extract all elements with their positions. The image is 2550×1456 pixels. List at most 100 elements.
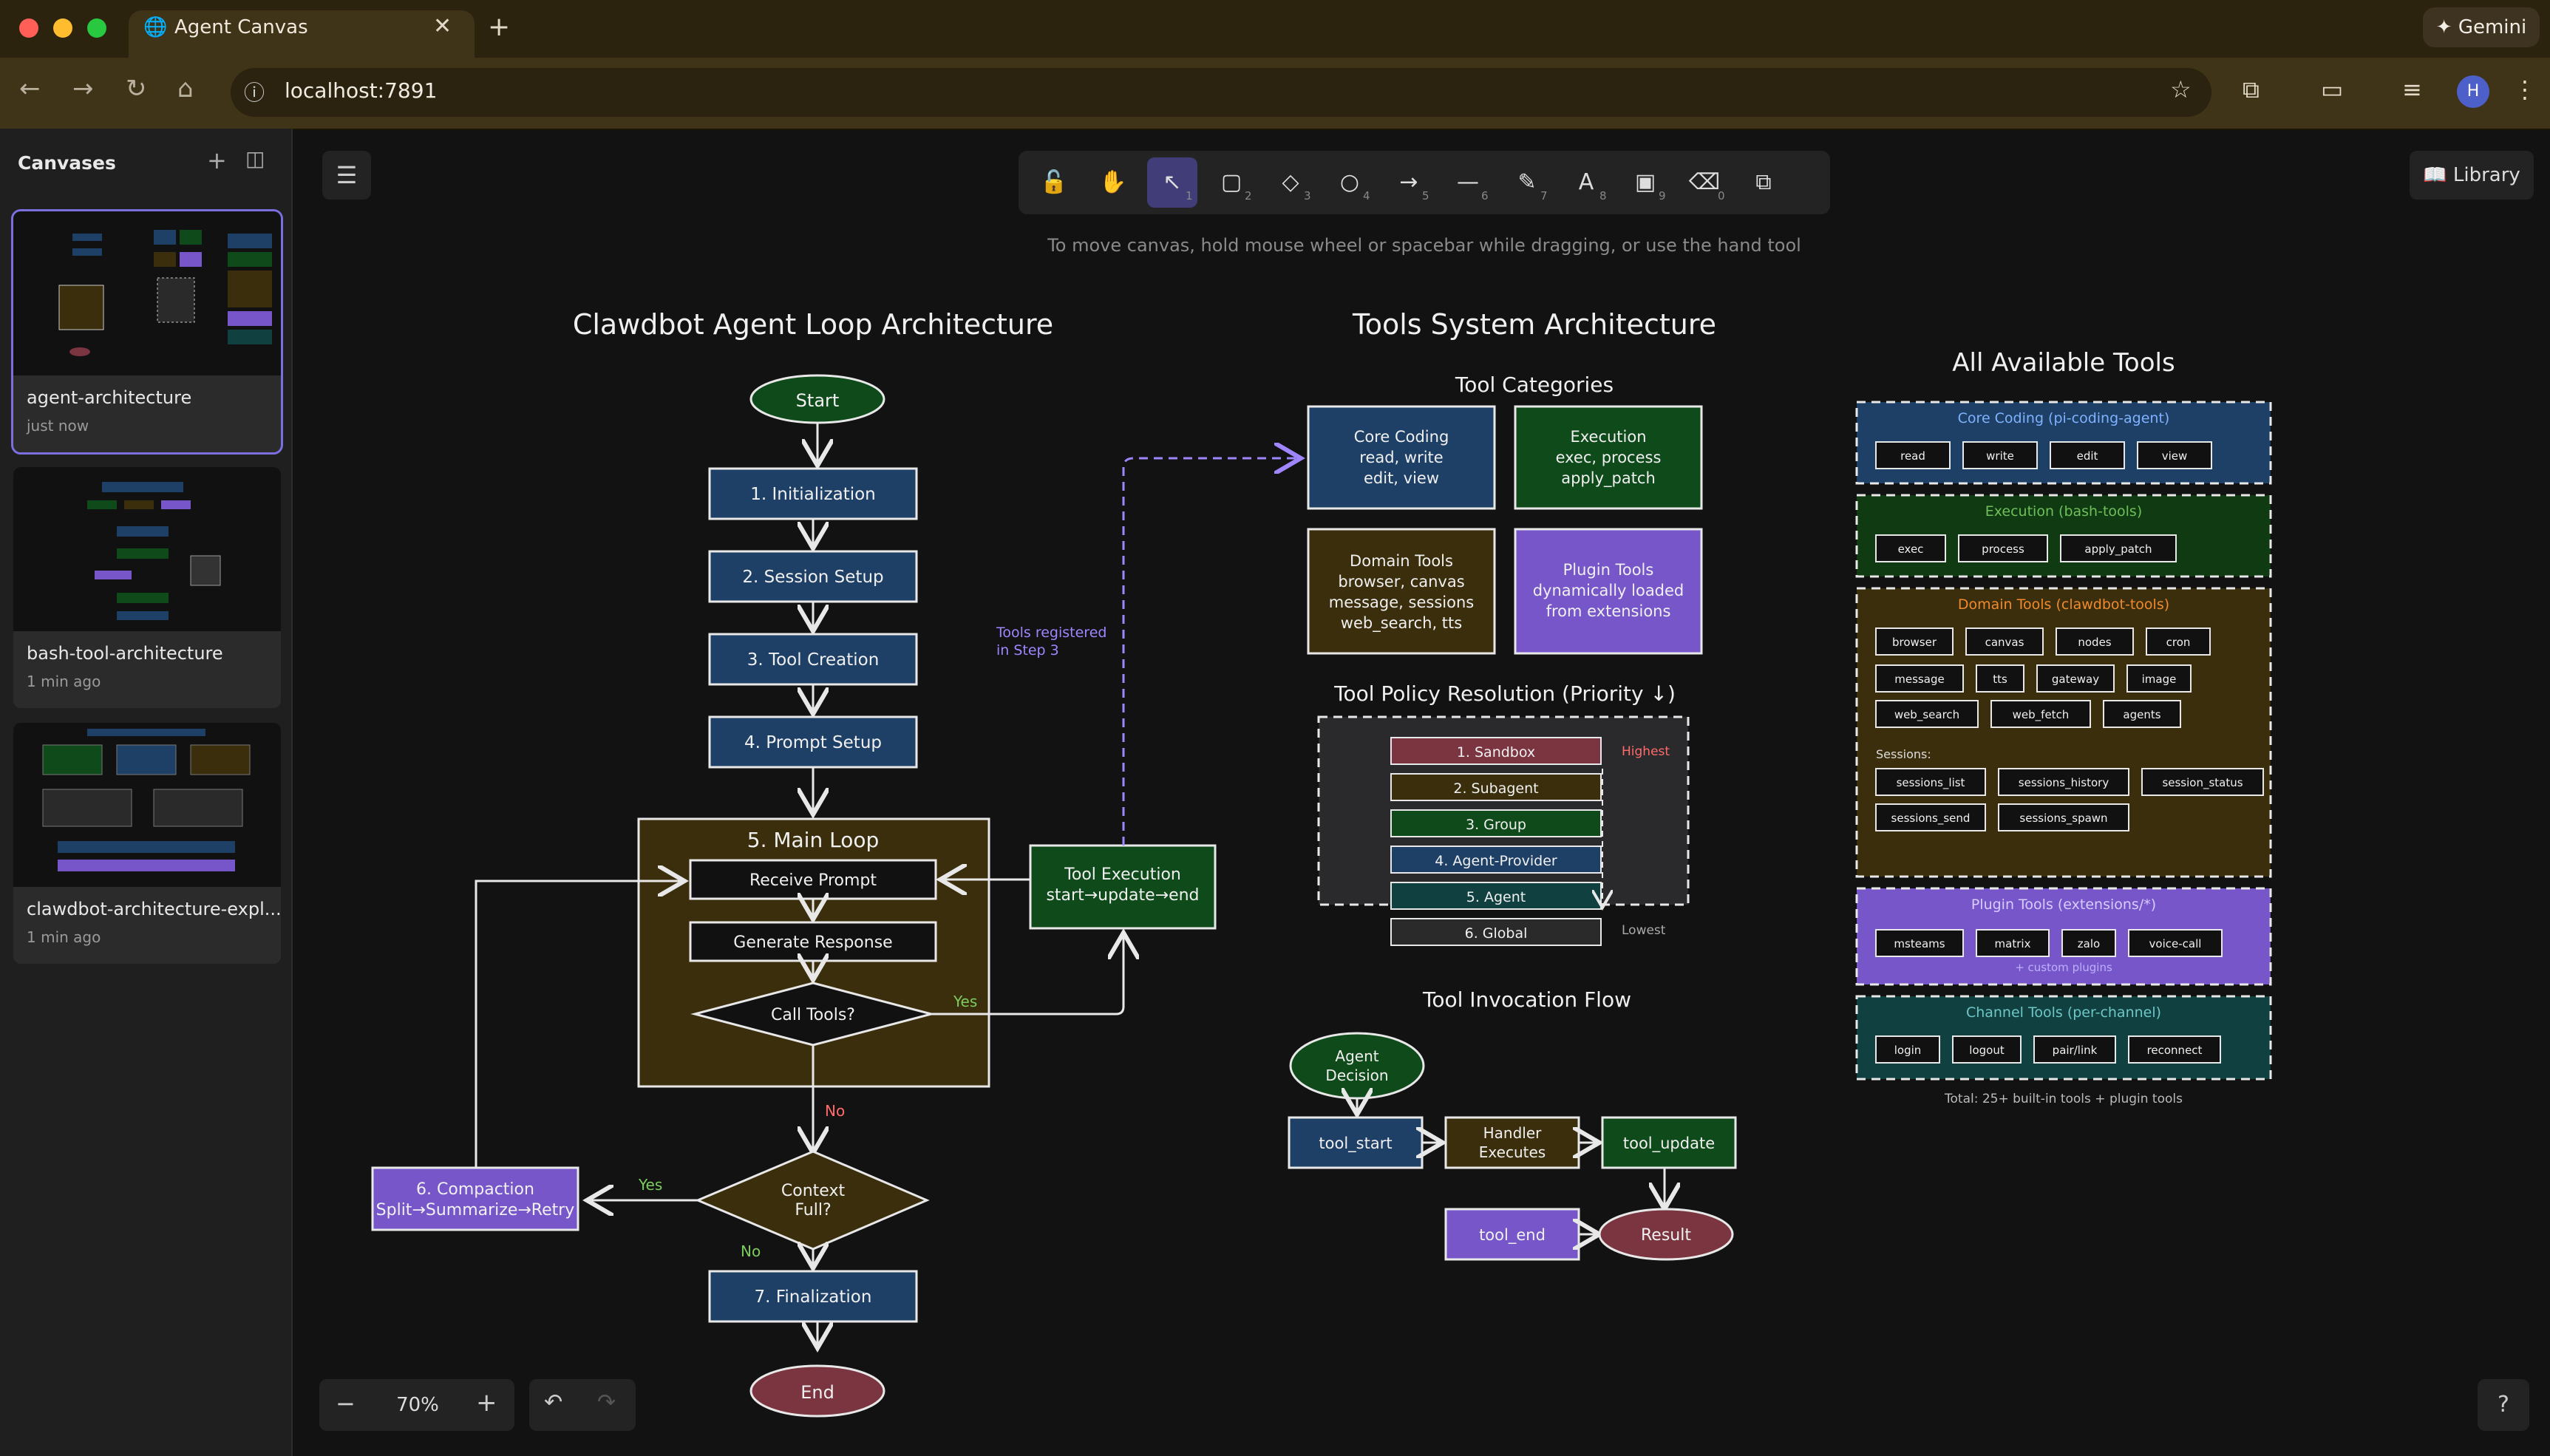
tool-chip[interactable] [1958, 534, 2048, 562]
step-tool-creation[interactable] [708, 633, 918, 686]
canvas-card-agent-architecture[interactable]: agent-architecture just now [11, 209, 283, 455]
policy-item[interactable] [1390, 809, 1602, 837]
canvas-card-clawdbot-architecture[interactable]: clawdbot-architecture-expl... 1 min ago [13, 723, 281, 964]
forward-icon[interactable]: → [72, 74, 94, 103]
pencil-icon[interactable]: ✎ [1517, 169, 1537, 195]
tool-chip[interactable] [1875, 664, 1964, 693]
collapse-sidebar-button[interactable]: ◫ [245, 146, 265, 171]
tool-chip[interactable] [2128, 1035, 2221, 1064]
tool-chip[interactable] [2103, 700, 2181, 728]
site-info-icon[interactable]: ⓘ [244, 81, 265, 105]
ellipse-icon[interactable]: ○ [1339, 169, 1360, 195]
policy-item[interactable] [1390, 773, 1602, 801]
end-node[interactable] [749, 1364, 885, 1418]
tool-chip[interactable] [1875, 768, 1986, 796]
tool-chip[interactable] [2126, 664, 2192, 693]
gemini-button[interactable]: ✦ Gemini [2423, 7, 2540, 47]
extensions-icon[interactable]: ⧉ [2243, 75, 2260, 103]
tool-chip[interactable] [1875, 627, 1954, 656]
arrow-icon[interactable]: → [1399, 169, 1418, 195]
agent-decision-node[interactable] [1289, 1032, 1425, 1100]
compaction-box[interactable] [371, 1166, 579, 1231]
tool-chip[interactable] [2056, 627, 2134, 656]
tool-start-node[interactable] [1288, 1116, 1424, 1169]
tool-chip[interactable] [1875, 700, 1979, 728]
reload-icon[interactable]: ↻ [126, 74, 147, 103]
policy-item[interactable] [1390, 846, 1602, 874]
diamond-icon[interactable]: ◇ [1282, 169, 1299, 195]
profile-avatar[interactable]: H [2457, 75, 2489, 108]
cast-icon[interactable]: ▭ [2321, 75, 2344, 103]
tool-chip[interactable] [1875, 803, 1986, 831]
context-full-decision[interactable] [695, 1150, 930, 1251]
close-tab-icon[interactable]: ✕ [433, 13, 452, 39]
home-icon[interactable]: ⌂ [177, 74, 194, 103]
category-plugin-tools[interactable] [1514, 528, 1703, 655]
step-initialization[interactable] [708, 467, 918, 520]
tool-chip[interactable] [2141, 768, 2264, 796]
text-icon[interactable]: A [1578, 169, 1594, 195]
image-icon[interactable]: ▣ [1634, 169, 1656, 195]
policy-item[interactable] [1390, 918, 1602, 946]
tool-chip[interactable] [2060, 534, 2177, 562]
tool-chip[interactable] [1976, 664, 2024, 693]
tool-chip[interactable] [1998, 768, 2129, 796]
tool-chip[interactable] [1875, 929, 1964, 957]
back-icon[interactable]: ← [19, 74, 41, 103]
category-core-coding[interactable] [1307, 405, 1496, 510]
main-menu-button[interactable]: ☰ [322, 151, 371, 200]
policy-item[interactable] [1390, 882, 1602, 910]
tool-chip[interactable] [1952, 1035, 2022, 1064]
close-window-button[interactable] [19, 18, 38, 38]
step-session-setup[interactable] [708, 550, 918, 603]
bookmark-star-icon[interactable]: ☆ [2170, 75, 2192, 103]
canvas-card-bash-tool-architecture[interactable]: bash-tool-architecture 1 min ago [13, 467, 281, 708]
browser-tab[interactable] [129, 10, 475, 58]
category-domain-tools[interactable] [1307, 528, 1496, 655]
shapes-icon[interactable]: ⧉ [1755, 169, 1772, 195]
rectangle-icon[interactable]: ▢ [1220, 169, 1242, 195]
tool-chip[interactable] [1875, 534, 1946, 562]
tool-update-node[interactable] [1601, 1116, 1737, 1169]
tool-chip[interactable] [2061, 929, 2116, 957]
minimize-window-button[interactable] [53, 18, 72, 38]
tool-end-node[interactable] [1444, 1208, 1580, 1261]
library-button[interactable]: 📖 Library [2410, 151, 2534, 200]
tool-chip[interactable] [1976, 929, 2050, 957]
result-node[interactable] [1598, 1208, 1734, 1261]
handler-node[interactable] [1444, 1116, 1580, 1169]
line-icon[interactable]: — [1457, 169, 1479, 195]
redo-icon[interactable]: ↷ [597, 1389, 616, 1415]
tool-chip[interactable] [2036, 664, 2115, 693]
media-icon[interactable]: ≡ [2402, 75, 2422, 103]
category-execution[interactable] [1514, 405, 1703, 510]
step-finalization[interactable] [708, 1270, 918, 1323]
tool-chip[interactable] [2146, 627, 2211, 656]
address-bar[interactable] [231, 68, 2211, 117]
tool-chip[interactable] [1875, 1035, 1940, 1064]
maximize-window-button[interactable] [87, 18, 106, 38]
policy-item[interactable] [1390, 737, 1602, 765]
diagram-canvas[interactable]: Clawdbot Agent Loop Architecture Start 1… [291, 281, 2287, 1434]
tool-execution-box[interactable] [1029, 844, 1217, 930]
tool-chip[interactable] [2050, 441, 2125, 469]
new-tab-button[interactable]: + [488, 12, 511, 42]
tool-chip[interactable] [1962, 441, 2038, 469]
tool-chip[interactable] [1998, 803, 2129, 831]
undo-icon[interactable]: ↶ [544, 1389, 563, 1415]
add-canvas-button[interactable]: + [207, 146, 227, 174]
select-icon[interactable]: ↖ [1147, 157, 1197, 208]
help-button[interactable]: ? [2478, 1379, 2529, 1431]
tool-chip[interactable] [1875, 441, 1951, 469]
lock-icon[interactable]: 🔓 [1040, 169, 1068, 195]
tool-chip[interactable] [2033, 1035, 2116, 1064]
tool-chip[interactable] [1990, 700, 2091, 728]
tool-chip[interactable] [1965, 627, 2044, 656]
tool-chip[interactable] [2128, 929, 2223, 957]
eraser-icon[interactable]: ⌫ [1688, 169, 1721, 195]
zoom-out-button[interactable]: − [336, 1389, 356, 1418]
zoom-in-button[interactable]: + [476, 1388, 497, 1418]
tool-chip[interactable] [2137, 441, 2212, 469]
hand-icon[interactable]: ✋ [1099, 169, 1127, 195]
zoom-level[interactable]: 70% [396, 1394, 439, 1416]
